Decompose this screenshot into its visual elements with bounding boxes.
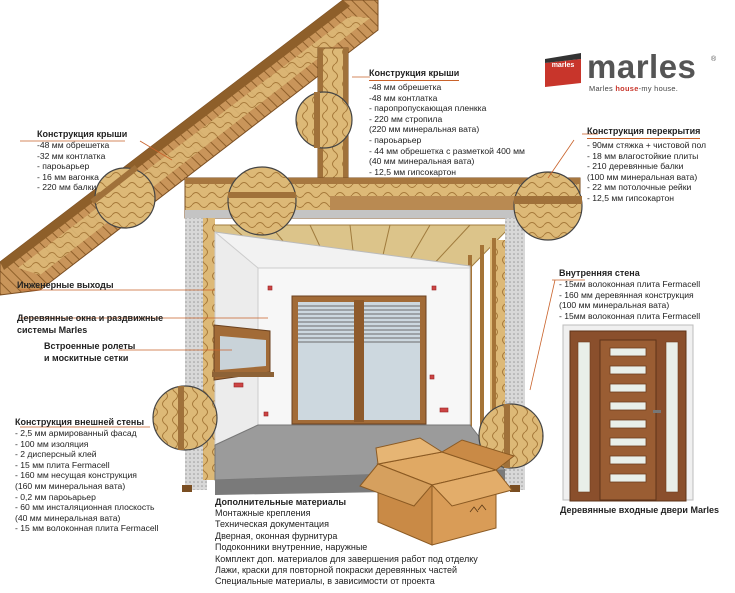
floor-item: - 210 деревянные балки	[587, 161, 684, 172]
roof-top-block: Конструкция крыши -48 мм обрешетка -48 м…	[369, 68, 525, 177]
outer-wall-item: (160 мм минеральная вата)	[15, 480, 126, 491]
roof-top-item: - 220 мм стропила	[369, 113, 443, 124]
extra-materials-item: Лажи, краски для повторной покраски дере…	[215, 565, 458, 576]
floor-item: - 90мм стяжка + чистовой пол	[587, 140, 707, 150]
roof-left-title: Конструкция крыши	[37, 129, 128, 139]
inner-wall-item: - 160 мм деревянная конструкция	[559, 289, 694, 300]
logo-registered-mark: ®	[711, 56, 717, 63]
floor-item: (100 мм минеральная вата)	[587, 171, 698, 182]
outer-wall-item: - 160 мм несущая конструкция	[15, 470, 137, 481]
outer-wall-item: (40 мм минеральная вата)	[15, 512, 121, 523]
inner-wall-block: Внутренняя стена - 15мм волоконная плита…	[559, 268, 700, 321]
windows-label-line2: системы Marles	[17, 325, 88, 335]
floor-title: Конструкция перекрытия	[587, 126, 701, 139]
roof-top-item: - паропропускающая пленкка	[369, 103, 487, 114]
engineering-outlets-label: Инженерные выходы	[17, 280, 114, 290]
roof-left-item: -48 мм обрешетка	[37, 140, 110, 150]
roof-top-item: (220 мм минеральная вата)	[369, 124, 480, 135]
floor-item: - 12,5 мм гипсокартон	[587, 192, 675, 203]
inner-wall-item: - 15мм волоконная плита Fermacell	[559, 279, 701, 289]
floor-block: Конструкция перекрытия - 90мм стяжка + ч…	[587, 126, 706, 204]
outer-wall-item: - 2,5 мм армированный фасад	[15, 428, 137, 438]
roof-top-item: - 12,5 мм гипсокартон	[369, 166, 457, 177]
extra-materials-item: Подоконники внутренние, наружные	[215, 542, 368, 553]
logo-wordmark: marles	[587, 48, 697, 85]
roof-left-item: - 220 мм балки	[37, 182, 97, 193]
outer-wall-block: Конструкция внешней стены - 2,5 мм армир…	[15, 417, 159, 534]
windows-label-line1: Деревянные окна и раздвижные	[17, 313, 164, 323]
extra-materials-title: Дополнительные материалы	[215, 497, 347, 507]
extra-materials-item: Комплект доп. материалов для завершения …	[215, 553, 478, 564]
roof-left-block: Конструкция крыши -48 мм обрешетка -32 м…	[37, 129, 127, 193]
inner-wall-title: Внутренняя стена	[559, 268, 640, 278]
roof-top-item: -48 мм контлатка	[369, 92, 438, 103]
roof-top-item: - пароьарьер	[369, 134, 422, 145]
inner-wall-item: (100 мм минеральная вата)	[559, 300, 670, 311]
shutters-label-line1: Встроенные ролеты	[44, 341, 136, 351]
extra-materials-block: Дополнительные материалы Монтажные крепл…	[215, 497, 478, 588]
extra-materials-item: Специальные материалы, в зависимости от …	[215, 576, 435, 587]
entrance-door-caption: Деревянные входные двери Marles	[560, 505, 719, 515]
floor-item: - 18 мм влагостойкие плиты	[587, 150, 699, 161]
outer-wall-item: - 0,2 мм пароьарьер	[15, 491, 96, 502]
floor-item: - 22 мм потолочные рейки	[587, 182, 692, 193]
shutters-label-line2: и москитные сетки	[44, 353, 129, 363]
logo-tagline: Marles house-my house.	[589, 84, 679, 93]
outer-wall-item: - 60 мм инсталяционная плоскость	[15, 502, 155, 513]
roof-top-title: Конструкция крыши	[369, 68, 460, 81]
roof-top-item: (40 мм минеральная вата)	[369, 156, 475, 167]
extra-materials-item: Монтажные крепления	[215, 508, 311, 518]
roof-left-item: - пароьарьер	[37, 161, 90, 172]
outer-wall-item: - 2 дисперсный клей	[15, 449, 97, 460]
extra-materials-item: Техническая документация	[215, 519, 329, 530]
outer-wall-item: - 15 мм волоконная плита Fermacell	[15, 523, 159, 534]
outer-wall-title: Конструкция внешней стены	[15, 417, 145, 427]
marles-mark-icon	[545, 53, 581, 87]
inner-wall-item: - 15мм волоконная плита Fermacell	[559, 310, 701, 321]
roof-left-item: - 16 мм вагонка	[37, 171, 99, 182]
roof-top-item: - 44 мм обрешетка с разметкой 400 мм	[369, 145, 525, 156]
outer-wall-item: - 100 мм изоляция	[15, 438, 89, 449]
extra-materials-item: Дверная, оконная фурнитура	[215, 530, 338, 541]
logo-mark-text: marles	[551, 62, 575, 69]
outer-wall-item: - 15 мм плита Fermacell	[15, 459, 110, 470]
roof-top-item: -48 мм обрешетка	[369, 82, 442, 92]
roof-left-item: -32 мм контлатка	[37, 150, 106, 161]
brand-logo: marles marles ® Marles house-my house.	[545, 48, 725, 93]
